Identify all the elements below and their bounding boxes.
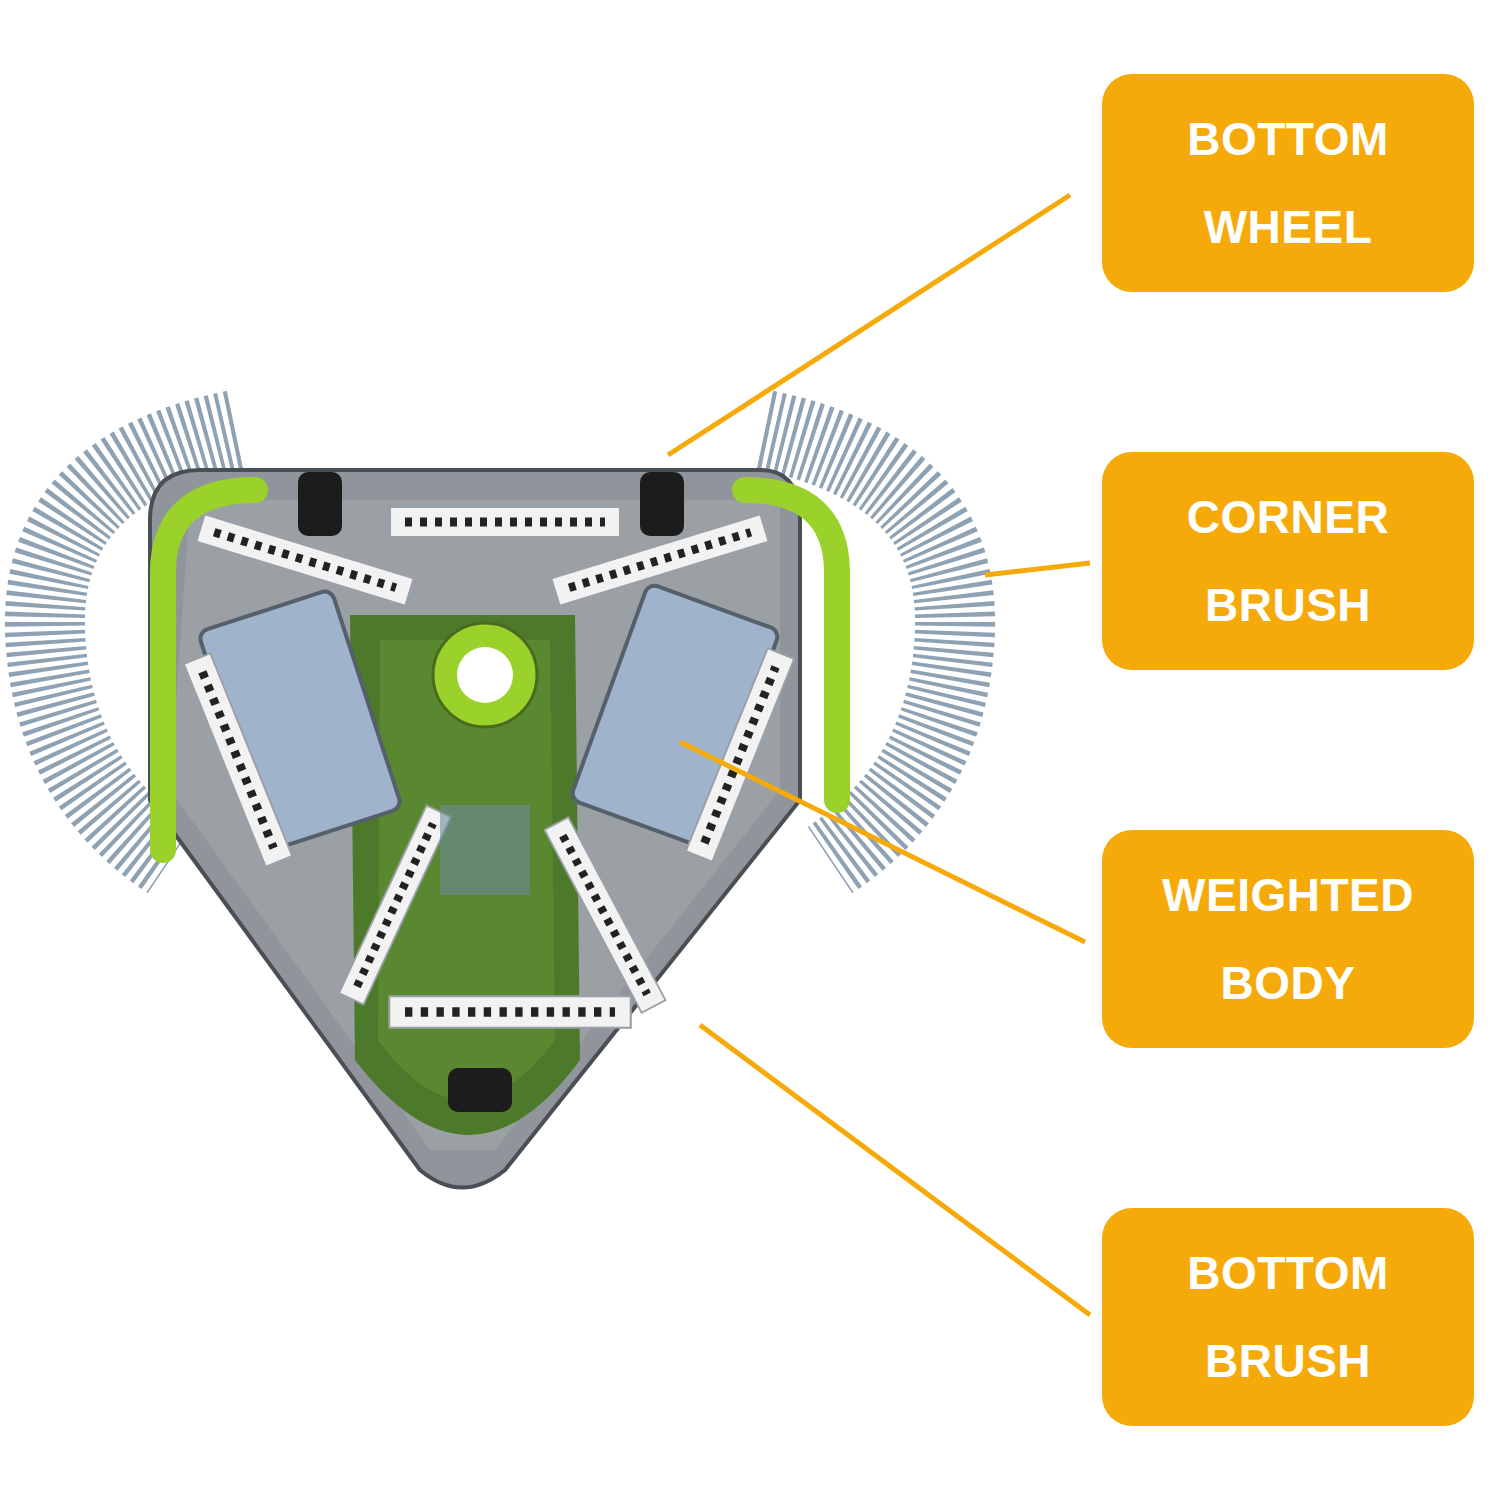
brush-strip: [339, 805, 451, 1004]
callout-box: BOTTOM WHEEL: [1102, 74, 1474, 292]
callout-box: BOTTOM BRUSH: [1102, 1208, 1474, 1426]
leader-line: [700, 1025, 1090, 1315]
callout-box: WEIGHTED BODY: [1102, 830, 1474, 1048]
body-inner: [170, 500, 780, 1150]
callout-box: CORNER BRUSH: [1102, 452, 1474, 670]
cleaner-body: [150, 470, 800, 1188]
leader-line: [668, 195, 1070, 455]
brush-strip: [184, 653, 292, 866]
brush-strip: [551, 514, 768, 605]
callout-label: WEIGHTED BODY: [1154, 851, 1422, 1027]
center-hinge: [440, 805, 530, 895]
bottom-wheel: [448, 1068, 512, 1112]
center-hole: [457, 647, 513, 703]
callout-label: CORNER BRUSH: [1154, 473, 1422, 649]
leader-line: [680, 742, 1085, 942]
bottom-wheel: [298, 472, 342, 536]
callout-label: BOTTOM WHEEL: [1154, 95, 1422, 271]
brush-strip: [544, 817, 665, 1012]
callout-label: BOTTOM BRUSH: [1154, 1229, 1422, 1405]
leader-line: [985, 563, 1090, 575]
brush-strip: [390, 507, 620, 537]
center-ring: [433, 623, 537, 727]
green-core: [350, 615, 580, 1135]
brush-strip: [196, 514, 413, 605]
brush-strip: [389, 996, 631, 1028]
bottom-wheel: [640, 472, 684, 536]
